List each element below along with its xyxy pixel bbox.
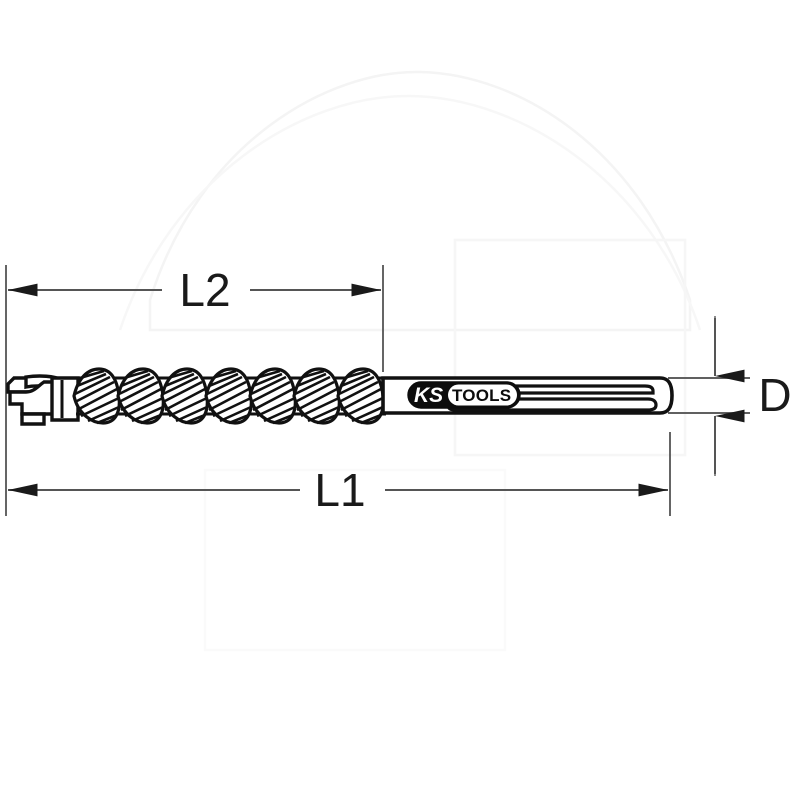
dimension-label-l2: L2 bbox=[179, 264, 230, 316]
carbide-cross-tip bbox=[6, 374, 80, 426]
logo-pill-right-half bbox=[448, 384, 517, 406]
logo-text-tools: TOOLS bbox=[452, 386, 511, 405]
dimension-L1: L1 bbox=[8, 464, 668, 516]
ks-tools-logo: KS TOOLS bbox=[407, 381, 521, 409]
dimension-L2: L2 bbox=[8, 264, 381, 316]
dimension-label-d: D bbox=[758, 369, 791, 421]
helical-flute-section bbox=[72, 367, 386, 425]
dimension-D: D bbox=[714, 318, 792, 474]
background-watermark bbox=[118, 70, 702, 652]
logo-text-ks: KS bbox=[414, 384, 443, 407]
dimension-label-l1: L1 bbox=[314, 464, 365, 516]
